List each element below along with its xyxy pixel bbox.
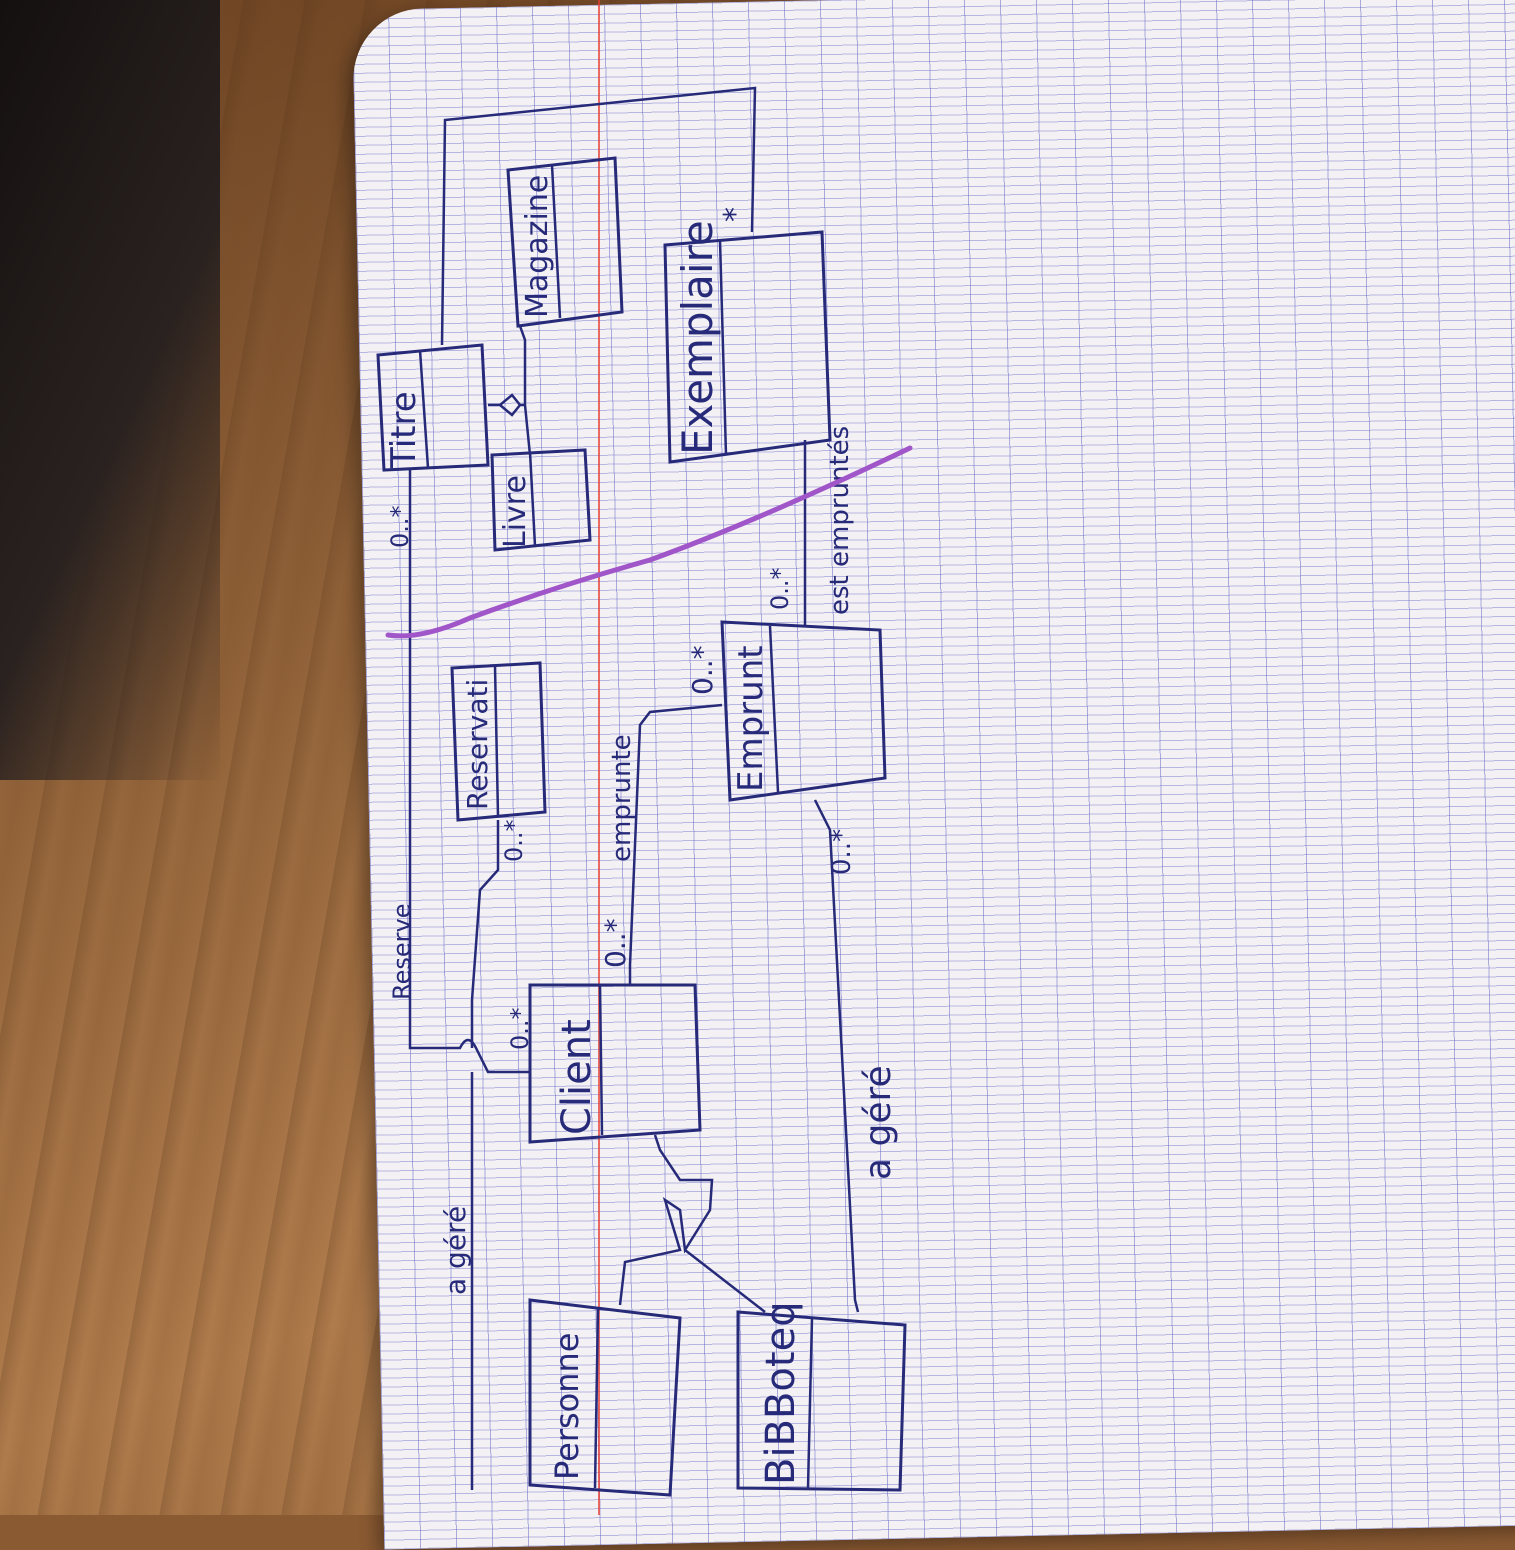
class-emprunt: Emprunt (720, 620, 887, 802)
uml-diagram: Titre Magazine Livre Exemplaire Reservat… (376, 86, 913, 1497)
mult-emprunt-client: 0..* (686, 645, 719, 695)
link-emprunt-biblio (813, 799, 860, 1313)
class-titre: Titre (376, 343, 490, 472)
purple-strike-line (385, 445, 913, 639)
class-reservation-label: Reservati (461, 679, 494, 810)
link-inheritance (618, 1134, 766, 1313)
label-reserve: Reserve (388, 904, 416, 1000)
mult-reservation: 0..* (500, 819, 528, 862)
link-reserve (408, 470, 530, 1074)
class-personne: Personne (528, 1298, 682, 1497)
mult-emprunt-exemplaire: 0..* (766, 567, 794, 610)
class-exemplaire: Exemplaire (663, 220, 832, 464)
link-generalisation (488, 325, 532, 456)
class-client: Client (528, 983, 702, 1144)
red-margin-line (598, 0, 600, 1515)
mult-client-reserve: 0..* (506, 1007, 534, 1050)
mult-client-emprunte: 0..* (599, 918, 632, 968)
label-est-empruntes: est empruntés (825, 426, 855, 615)
connectors (408, 86, 860, 1490)
mult-titre-reserve: 0..* (386, 505, 414, 548)
label-emprunte: emprunte (607, 734, 637, 862)
link-reservation-client (470, 820, 500, 1048)
label-a-gere-bottom: a géré (858, 1065, 899, 1180)
class-client-label: Client (554, 1019, 600, 1135)
link-emprunte (628, 703, 723, 985)
link-titre-exemplaire (440, 86, 757, 346)
class-livre-label: Livre (498, 475, 533, 548)
class-titre-label: Titre (384, 391, 424, 469)
dark-corner (0, 0, 220, 780)
label-a-gere-top: a géré (439, 1206, 472, 1295)
class-reservation: Reservati (450, 661, 547, 822)
mult-emprunt-biblio: 0..* (827, 829, 857, 875)
class-magazine-label: Magazine (520, 175, 555, 318)
class-personne-label: Personne (548, 1333, 586, 1481)
class-emprunt-label: Emprunt (731, 645, 771, 792)
class-livre: Livre (490, 448, 592, 552)
class-biblio: BiBBoteq (736, 1301, 907, 1492)
class-magazine: Magazine (506, 156, 624, 328)
mult-exemplaire-titre: * (718, 207, 753, 222)
class-biblio-label: BiBBoteq (758, 1301, 804, 1485)
class-exemplaire-label: Exemplaire (673, 220, 722, 455)
